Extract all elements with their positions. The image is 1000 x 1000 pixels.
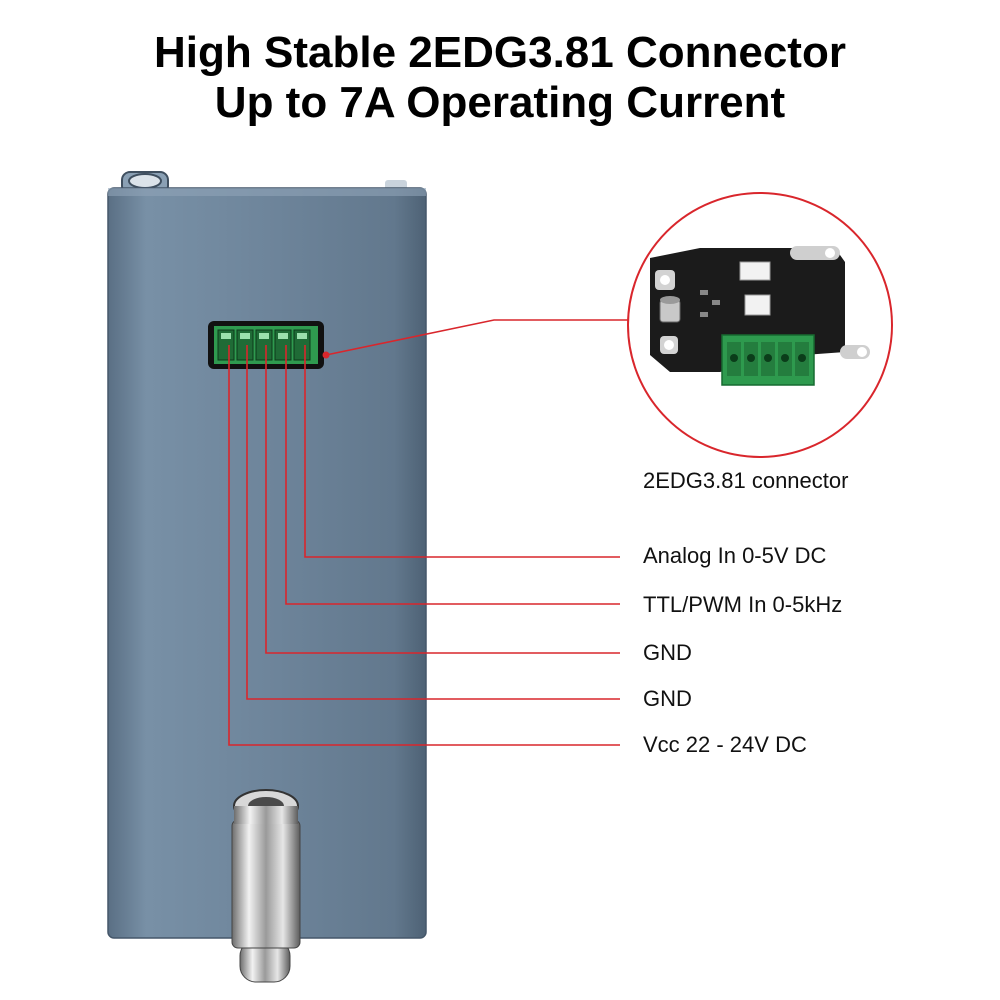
pin-label-ttl-pwm: TTL/PWM In 0-5kHz: [643, 592, 843, 617]
callout-caption: 2EDG3.81 connector: [643, 468, 849, 493]
leader-line-analog: [304, 345, 620, 558]
chrome-fitting: [231, 789, 301, 983]
title-line-2: Up to 7A Operating Current: [214, 78, 786, 127]
pin-label-analog: Analog In 0-5V DC: [643, 543, 827, 568]
leader-line-gnd-1: [265, 345, 620, 654]
connector-zoom-callout: [627, 192, 893, 458]
callout-anchor-dot: [322, 351, 330, 359]
leader-line-callout: [325, 319, 660, 356]
title-line-1: High Stable 2EDG3.81 Connector: [154, 28, 846, 77]
leader-line-ttl-pwm: [285, 345, 620, 605]
pin-label-gnd-1: GND: [643, 640, 692, 665]
pin-label-gnd-2: GND: [643, 686, 692, 711]
page-title: High Stable 2EDG3.81 Connector Up to 7A …: [0, 28, 1000, 128]
pcb-terminal-block: [721, 334, 815, 386]
leader-line-gnd-2: [246, 345, 620, 700]
pin-label-vcc: Vcc 22 - 24V DC: [643, 732, 807, 757]
pin-leader-lines: [228, 319, 660, 746]
leader-line-vcc: [228, 345, 620, 746]
